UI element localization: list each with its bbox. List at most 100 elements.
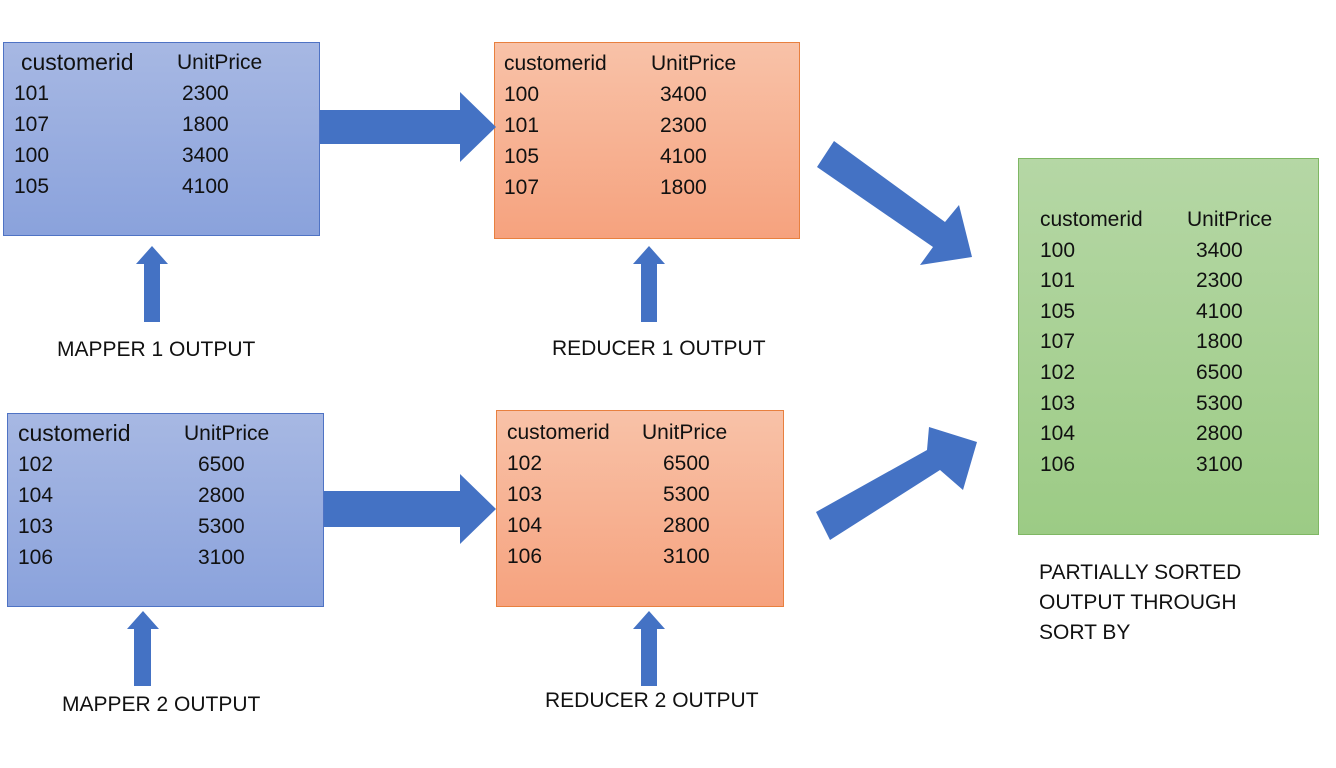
cell-unitprice: 4100 bbox=[182, 175, 229, 198]
cell-customerid: 100 bbox=[504, 83, 540, 106]
reducer-2-label: REDUCER 2 OUTPUT bbox=[545, 689, 759, 712]
cell-unitprice: 5300 bbox=[198, 515, 245, 538]
cell-unitprice: 5300 bbox=[1196, 391, 1243, 415]
cell-customerid: 106 bbox=[1040, 452, 1076, 476]
cell-unitprice: 2300 bbox=[660, 114, 707, 137]
cell-unitprice: 6500 bbox=[663, 452, 710, 475]
final-label-line: SORT BY bbox=[1039, 621, 1131, 644]
arrow-mapper2-to-reducer2 bbox=[324, 474, 496, 544]
cell-customerid: 100 bbox=[1040, 238, 1076, 262]
cell-unitprice: 1800 bbox=[182, 113, 229, 136]
mapper-1-label: MAPPER 1 OUTPUT bbox=[57, 338, 256, 361]
final-output-box bbox=[1018, 158, 1319, 535]
header-unitprice: UnitPrice bbox=[1187, 208, 1273, 231]
arrow-label-to-mapper1 bbox=[136, 246, 168, 322]
table-row: 103 5300 bbox=[18, 511, 269, 542]
table-row: 101 2300 bbox=[504, 110, 736, 141]
cell-customerid: 103 bbox=[507, 483, 543, 506]
cell-customerid: 107 bbox=[1040, 330, 1076, 354]
header-unitprice: UnitPrice bbox=[642, 421, 728, 444]
cell-unitprice: 3100 bbox=[1196, 452, 1243, 476]
cell-customerid: 101 bbox=[1040, 269, 1076, 293]
arrow-label-to-mapper2 bbox=[127, 611, 159, 686]
cell-customerid: 101 bbox=[504, 114, 540, 137]
table-row: 107 1800 bbox=[14, 109, 262, 140]
final-output-label: PARTIALLY SORTED OUTPUT THROUGH SORT BY bbox=[1039, 558, 1241, 648]
cell-customerid: 103 bbox=[1040, 391, 1076, 415]
header-customerid: customerid bbox=[504, 52, 607, 75]
reducer-2-table: customerid UnitPrice 102 6500 103 5300 104… bbox=[507, 417, 727, 572]
header-customerid: customerid bbox=[507, 421, 610, 444]
cell-unitprice: 2800 bbox=[1196, 422, 1243, 446]
cell-unitprice: 6500 bbox=[1196, 360, 1243, 384]
cell-customerid: 105 bbox=[504, 145, 540, 168]
final-label-line: OUTPUT THROUGH bbox=[1039, 591, 1237, 614]
cell-unitprice: 3400 bbox=[660, 83, 707, 106]
table-row: 100 3400 bbox=[504, 79, 736, 110]
cell-unitprice: 3400 bbox=[1196, 238, 1243, 262]
reducer-1-label: REDUCER 1 OUTPUT bbox=[552, 337, 766, 360]
arrow-reducer1-to-final bbox=[817, 141, 972, 265]
cell-customerid: 107 bbox=[14, 113, 50, 136]
mapper-1-table: customerid UnitPrice 101 2300 107 1800 100… bbox=[14, 47, 262, 202]
cell-unitprice: 4100 bbox=[1196, 299, 1243, 323]
mapper-1-box bbox=[3, 42, 320, 236]
reducer-1-box bbox=[494, 42, 800, 239]
cell-unitprice: 2300 bbox=[1196, 269, 1243, 293]
table-header: customerid UnitPrice bbox=[504, 48, 736, 79]
cell-unitprice: 3100 bbox=[663, 545, 710, 568]
arrow-reducer2-to-final bbox=[816, 427, 977, 540]
cell-customerid: 101 bbox=[14, 82, 50, 105]
final-label-line: PARTIALLY SORTED bbox=[1039, 561, 1242, 584]
table-row: 103 5300 bbox=[507, 479, 727, 510]
arrow-label-to-reducer1 bbox=[633, 246, 665, 322]
table-row: 105 4100 bbox=[1040, 297, 1272, 328]
table-header: customerid UnitPrice bbox=[507, 417, 727, 448]
cell-customerid: 102 bbox=[507, 452, 543, 475]
header-customerid: customerid bbox=[1040, 208, 1143, 231]
cell-customerid: 102 bbox=[18, 453, 54, 476]
cell-customerid: 107 bbox=[504, 176, 540, 199]
reducer-1-table: customerid UnitPrice 100 3400 101 2300 105… bbox=[504, 48, 736, 203]
cell-unitprice: 3400 bbox=[182, 144, 229, 167]
table-row: 101 2300 bbox=[14, 78, 262, 109]
reducer-2-box bbox=[496, 410, 784, 607]
table-row: 107 1800 bbox=[504, 172, 736, 203]
cell-unitprice: 1800 bbox=[1196, 330, 1243, 354]
header-unitprice: UnitPrice bbox=[177, 51, 263, 74]
cell-customerid: 100 bbox=[14, 144, 50, 167]
cell-unitprice: 5300 bbox=[663, 483, 710, 506]
final-output-table: customerid UnitPrice 100 3400 101 2300 105… bbox=[1040, 205, 1272, 480]
table-row: 102 6500 bbox=[507, 448, 727, 479]
cell-customerid: 106 bbox=[507, 545, 543, 568]
table-row: 101 2300 bbox=[1040, 266, 1272, 297]
cell-customerid: 105 bbox=[1040, 299, 1076, 323]
header-unitprice: UnitPrice bbox=[651, 52, 737, 75]
cell-unitprice: 2300 bbox=[182, 82, 229, 105]
table-row: 106 3100 bbox=[507, 541, 727, 572]
mapper-2-box bbox=[7, 413, 324, 607]
mapper-2-label: MAPPER 2 OUTPUT bbox=[62, 693, 261, 716]
table-row: 106 3100 bbox=[1040, 450, 1272, 481]
table-header: customerid UnitPrice bbox=[14, 47, 262, 78]
arrow-mapper1-to-reducer1 bbox=[320, 92, 496, 162]
cell-unitprice: 1800 bbox=[660, 176, 707, 199]
cell-customerid: 105 bbox=[14, 175, 50, 198]
table-row: 107 1800 bbox=[1040, 327, 1272, 358]
cell-customerid: 103 bbox=[18, 515, 54, 538]
header-customerid: customerid bbox=[18, 420, 131, 446]
table-row: 105 4100 bbox=[14, 171, 262, 202]
cell-customerid: 104 bbox=[507, 514, 543, 537]
cell-customerid: 104 bbox=[18, 484, 54, 507]
table-row: 100 3400 bbox=[1040, 236, 1272, 267]
table-row: 100 3400 bbox=[14, 140, 262, 171]
cell-customerid: 104 bbox=[1040, 422, 1076, 446]
table-row: 104 2800 bbox=[1040, 419, 1272, 450]
